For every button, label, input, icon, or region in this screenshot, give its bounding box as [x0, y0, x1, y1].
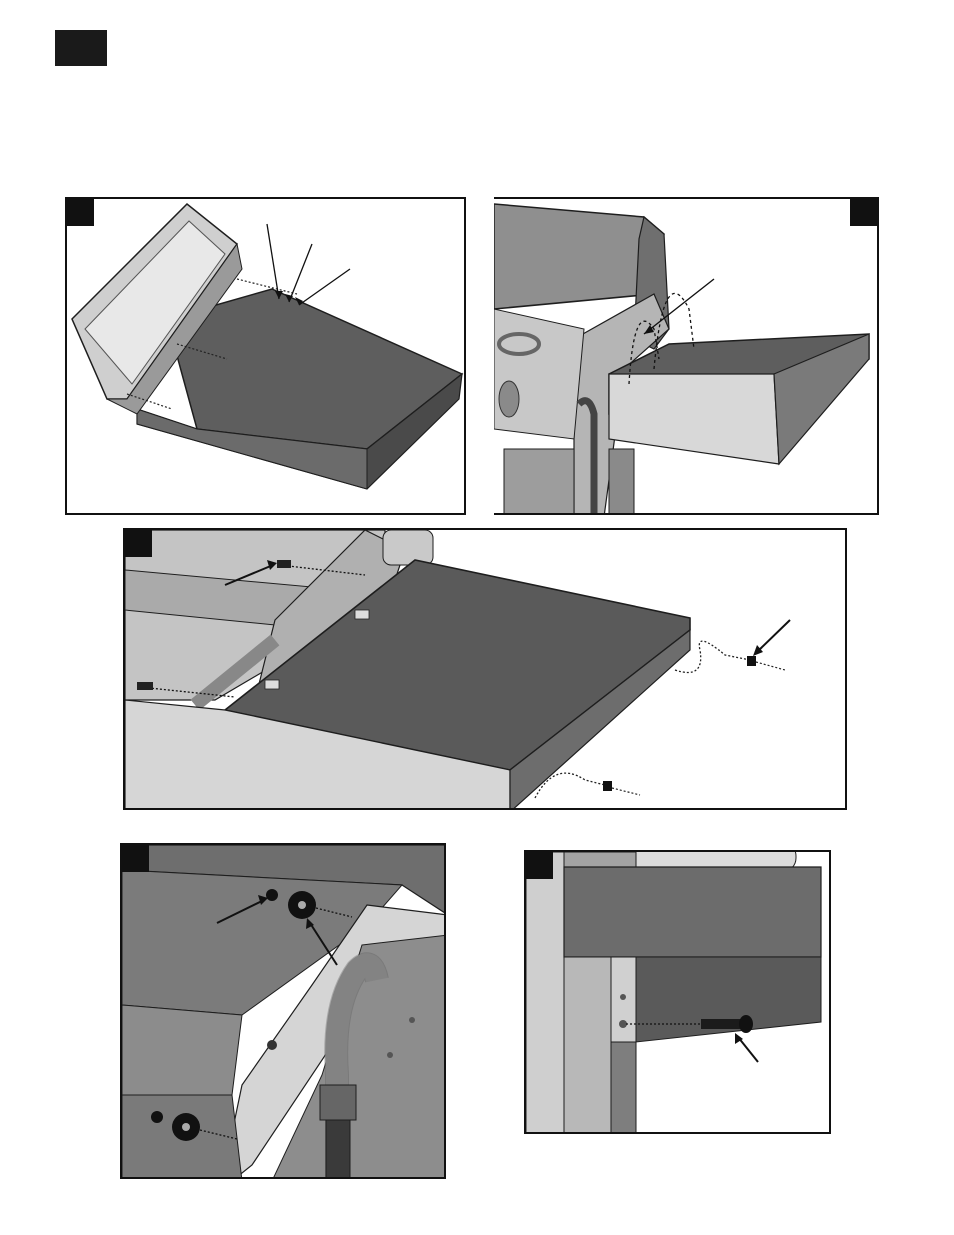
- shelf-underside-bolt-illustration: [526, 852, 831, 1134]
- washer-hose-illustration: [122, 845, 446, 1179]
- grill-shelf-hook-illustration: [494, 199, 879, 515]
- step-corner-marker: [850, 199, 877, 226]
- step-number-badge: [55, 30, 107, 66]
- shelf-bolt-illustration: [125, 530, 847, 810]
- step-corner-marker: [526, 852, 553, 879]
- assembly-panel-2: [494, 197, 879, 515]
- assembly-panel-3: [123, 528, 847, 810]
- step-corner-marker: [67, 199, 94, 226]
- step-corner-marker: [125, 530, 152, 557]
- assembly-panel-4: [120, 843, 446, 1179]
- shelf-lid-illustration: [67, 199, 466, 515]
- step-corner-marker: [122, 845, 149, 872]
- assembly-panel-1: [65, 197, 466, 515]
- assembly-panel-5: [524, 850, 831, 1134]
